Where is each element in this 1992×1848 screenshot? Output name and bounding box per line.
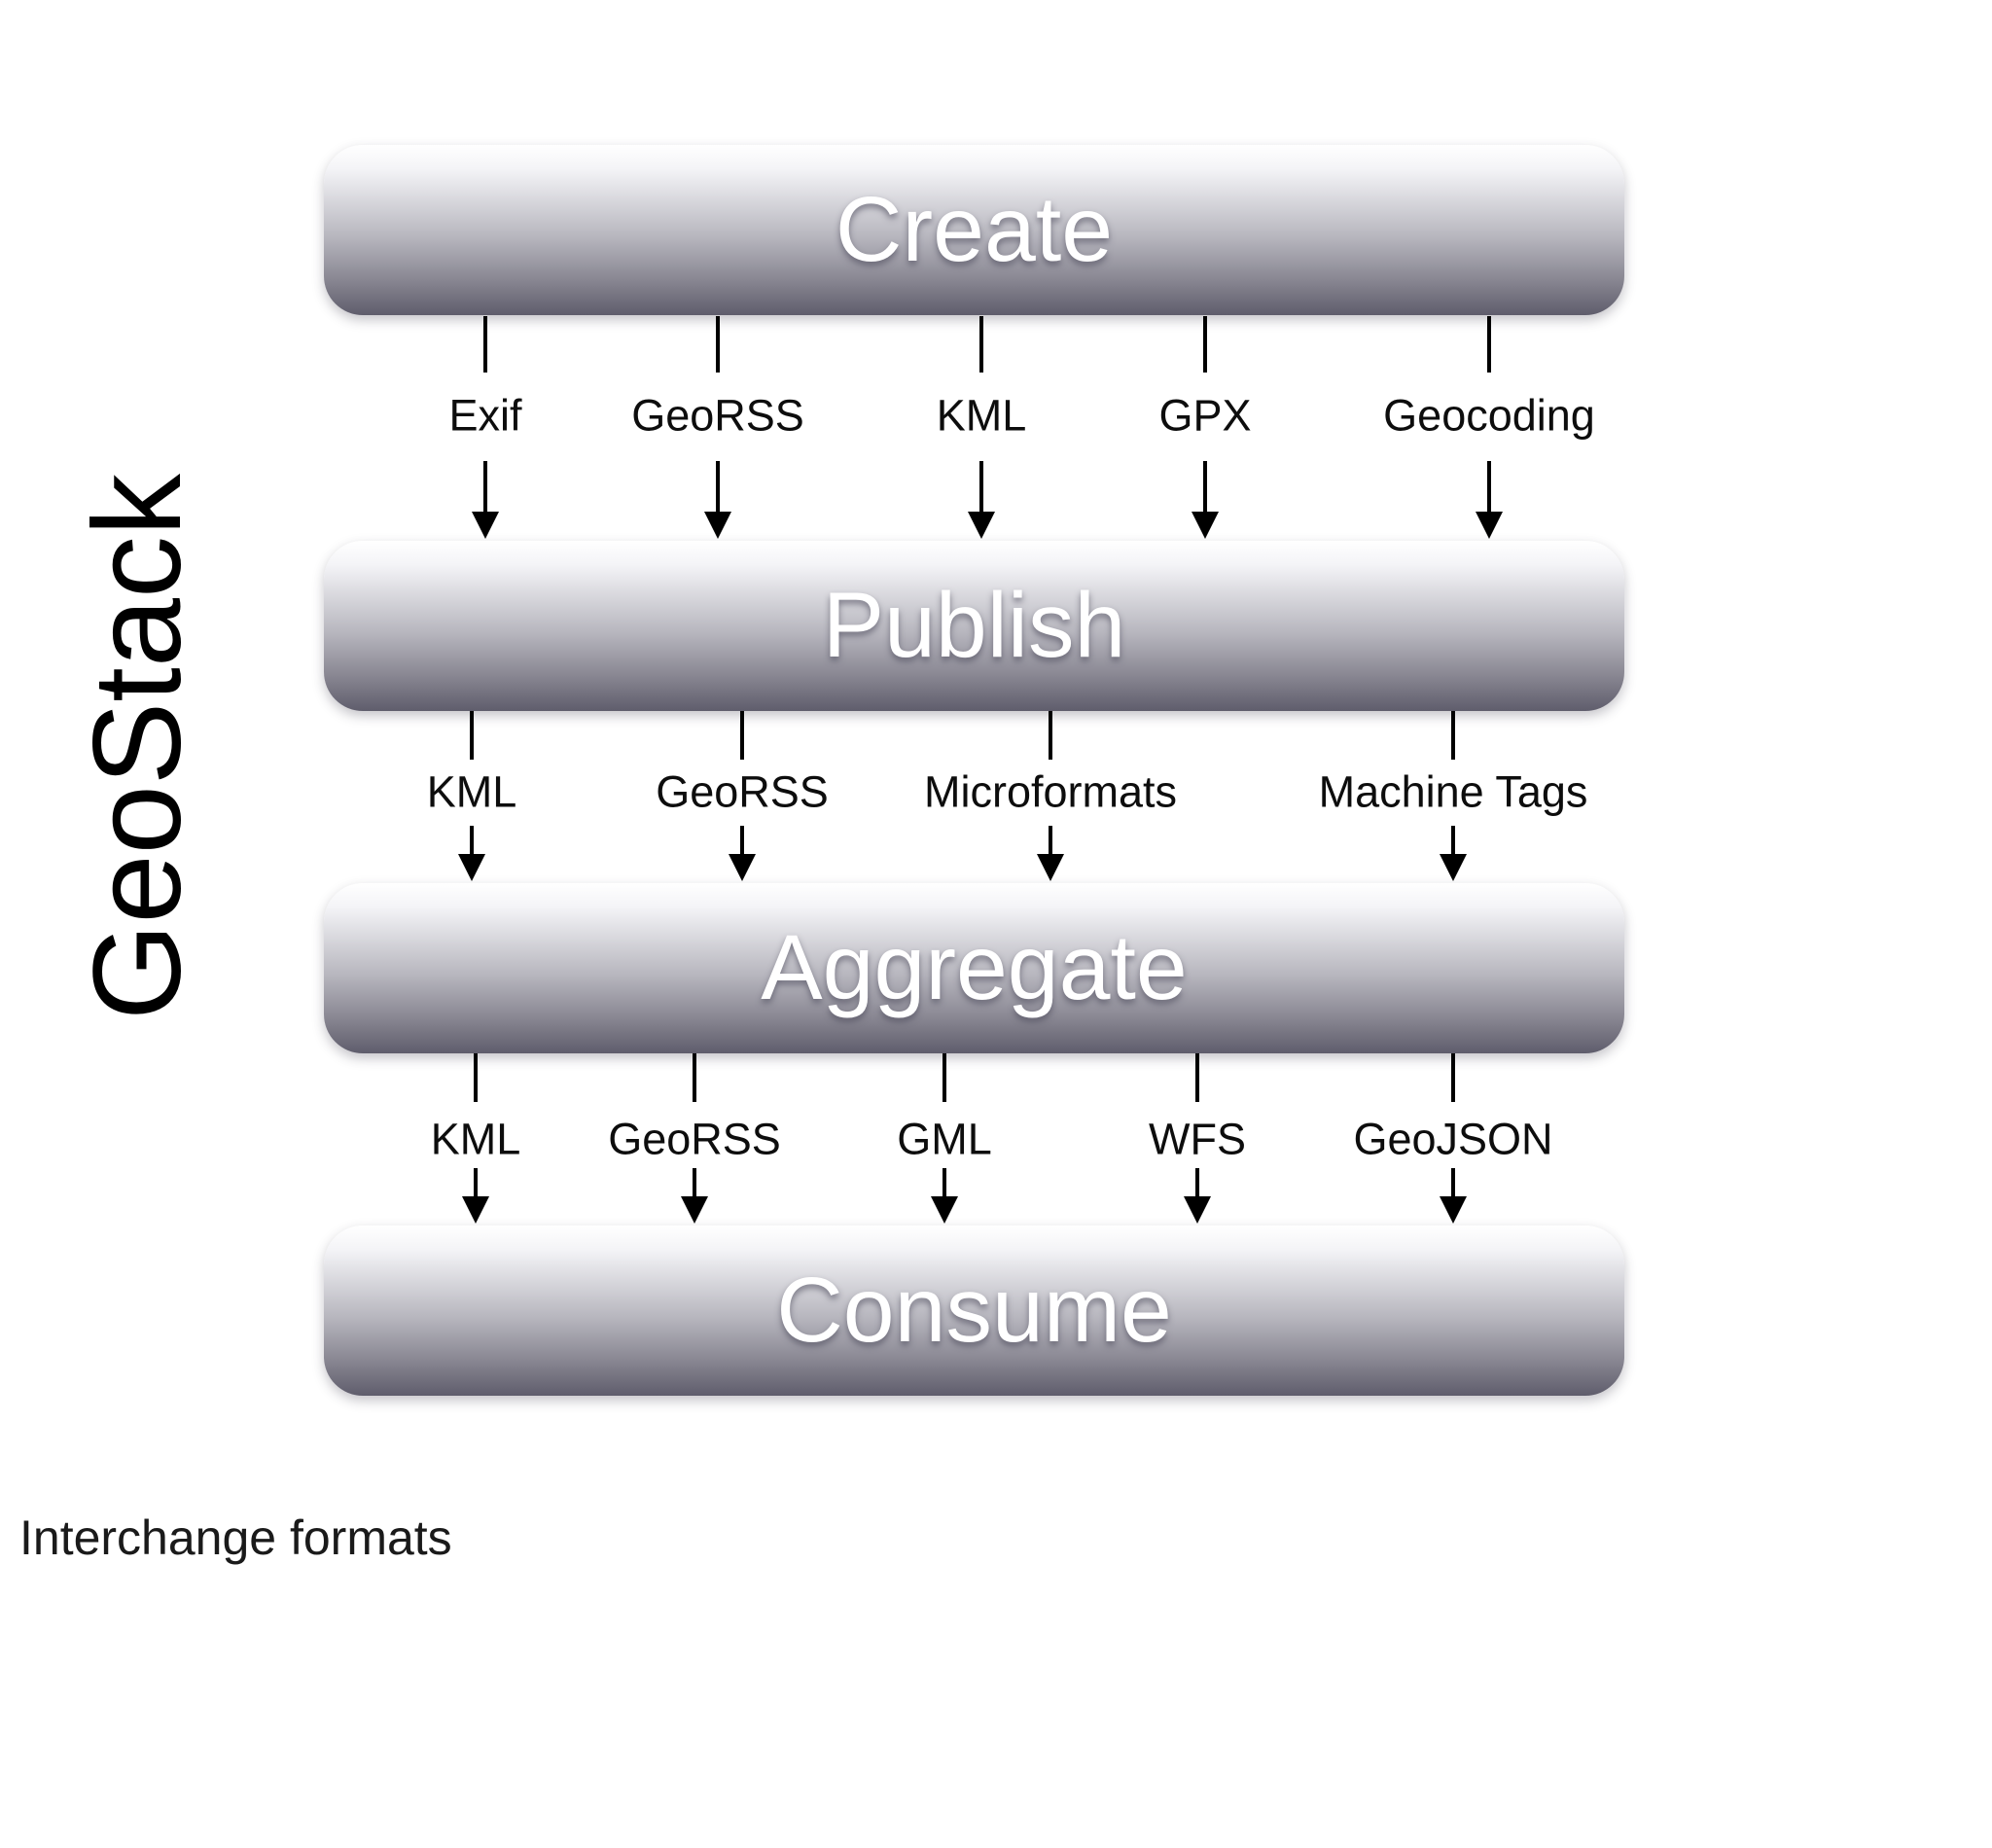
arrow-down-icon: [729, 854, 756, 881]
format-label: GeoJSON: [1353, 1114, 1553, 1164]
arrow-down-icon: [931, 1196, 958, 1224]
format-label: KML: [936, 390, 1027, 441]
connector-line: [693, 1053, 696, 1102]
connector-line: [483, 316, 487, 373]
connector-line: [1487, 316, 1491, 373]
format-label: Exif: [448, 390, 522, 441]
arrow-down-icon: [1440, 854, 1467, 881]
format-label: Geocoding: [1383, 390, 1595, 441]
connector-arrow-shaft: [1487, 461, 1491, 514]
connector-arrow-shaft: [1451, 1168, 1455, 1198]
stage-bar-aggregate: Aggregate: [324, 883, 1624, 1053]
arrow-down-icon: [704, 512, 731, 539]
arrow-down-icon: [1440, 1196, 1467, 1224]
connector-arrow-shaft: [470, 826, 474, 856]
format-label: Microformats: [923, 766, 1178, 817]
format-label: WFS: [1149, 1114, 1246, 1164]
stage-bar-consume: Consume: [324, 1226, 1624, 1396]
connector-arrow-shaft: [1451, 826, 1455, 856]
format-label: Machine Tags: [1318, 766, 1588, 817]
connector-line: [740, 711, 744, 760]
connector-arrow-shaft: [1195, 1168, 1199, 1198]
arrow-down-icon: [1192, 512, 1219, 539]
stage-bar-publish: Publish: [324, 541, 1624, 711]
format-label: KML: [430, 1114, 521, 1164]
format-label: KML: [426, 766, 517, 817]
connector-line: [1203, 316, 1207, 373]
connector-line: [716, 316, 720, 373]
arrow-down-icon: [1476, 512, 1503, 539]
stage-bar-create: Create: [324, 145, 1624, 315]
arrow-down-icon: [462, 1196, 489, 1224]
arrow-down-icon: [472, 512, 499, 539]
connector-arrow-shaft: [716, 461, 720, 514]
connector-arrow-shaft: [474, 1168, 478, 1198]
connector-line: [474, 1053, 478, 1102]
arrow-down-icon: [1037, 854, 1064, 881]
connector-line: [1049, 711, 1052, 760]
connector-line: [1195, 1053, 1199, 1102]
connector-arrow-shaft: [1203, 461, 1207, 514]
format-label: GeoRSS: [631, 390, 804, 441]
arrow-down-icon: [681, 1196, 708, 1224]
format-label: GeoRSS: [656, 766, 829, 817]
stage-bar-label-publish: Publish: [822, 574, 1126, 677]
connector-line: [979, 316, 983, 373]
stage-bar-label-consume: Consume: [776, 1259, 1172, 1362]
stage-bar-label-create: Create: [835, 178, 1114, 281]
format-label: GPX: [1158, 390, 1252, 441]
connector-arrow-shaft: [1049, 826, 1052, 856]
arrow-down-icon: [458, 854, 485, 881]
arrow-down-icon: [968, 512, 995, 539]
stage-bar-label-aggregate: Aggregate: [761, 916, 1188, 1019]
connector-arrow-shaft: [943, 1168, 946, 1198]
format-label: GML: [897, 1114, 992, 1164]
arrow-down-icon: [1184, 1196, 1211, 1224]
connector-line: [1451, 1053, 1455, 1102]
format-label: GeoRSS: [608, 1114, 781, 1164]
connector-arrow-shaft: [979, 461, 983, 514]
connector-arrow-shaft: [693, 1168, 696, 1198]
connector-arrow-shaft: [483, 461, 487, 514]
caption-interchange-formats: Interchange formats: [19, 1510, 452, 1565]
connector-line: [943, 1053, 946, 1102]
connector-arrow-shaft: [740, 826, 744, 856]
connector-line: [470, 711, 474, 760]
connector-line: [1451, 711, 1455, 760]
diagram-title: GeoStack: [68, 473, 207, 1021]
